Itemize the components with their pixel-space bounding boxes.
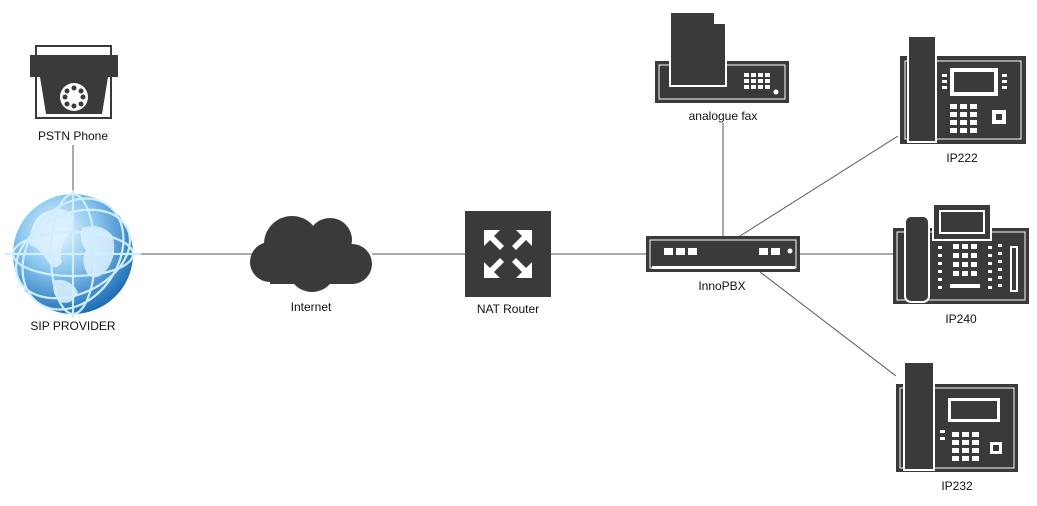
cloud-icon bbox=[250, 216, 372, 292]
label-internet: Internet bbox=[290, 300, 332, 314]
ip222-phone-icon bbox=[900, 35, 1026, 144]
label-ip240: IP240 bbox=[945, 312, 977, 326]
globe-icon bbox=[5, 190, 141, 318]
label-ip222: IP222 bbox=[946, 151, 978, 165]
label-ip232: IP232 bbox=[941, 479, 973, 493]
label-analogue-fax: analogue fax bbox=[688, 109, 758, 123]
ip232-phone-icon bbox=[896, 361, 1018, 472]
edge-pbx-ip222 bbox=[739, 135, 899, 237]
connection-lines bbox=[72, 123, 899, 377]
ip240-phone-icon bbox=[893, 203, 1029, 304]
label-innopbx: InnoPBX bbox=[698, 279, 746, 293]
edge-pbx-ip232 bbox=[759, 271, 897, 377]
label-pstn-phone: PSTN Phone bbox=[37, 129, 109, 143]
fax-machine-icon bbox=[655, 11, 789, 103]
router-icon bbox=[465, 211, 551, 297]
rotary-phone-icon bbox=[30, 45, 118, 119]
pbx-box-icon bbox=[646, 236, 800, 272]
label-nat-router: NAT Router bbox=[476, 302, 540, 316]
label-sip-provider: SIP PROVIDER bbox=[30, 319, 116, 333]
